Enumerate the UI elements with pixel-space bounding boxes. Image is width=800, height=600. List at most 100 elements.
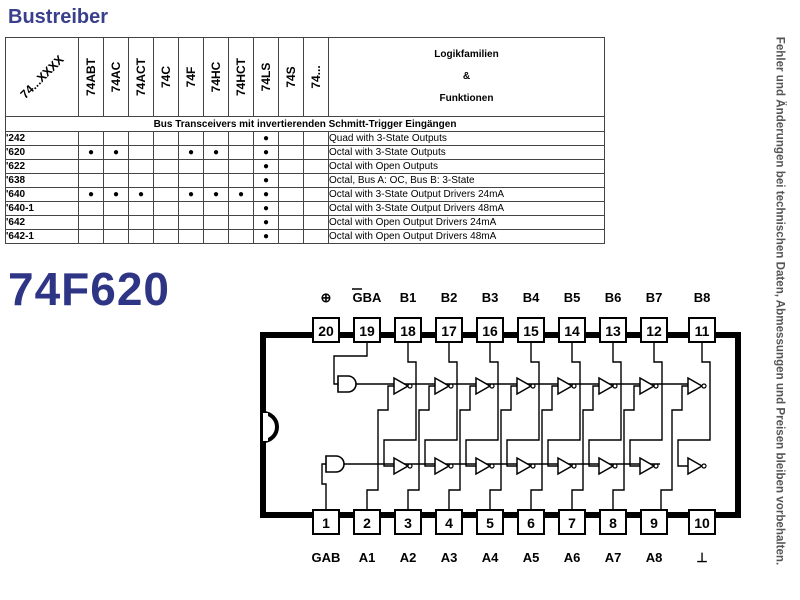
- pin-label: B6: [605, 290, 622, 305]
- channel-wire: [407, 385, 435, 510]
- channel-wire: [629, 342, 663, 467]
- pin-label: ⊥: [696, 550, 707, 565]
- pin-label: B2: [441, 290, 458, 305]
- buffer-gate-ab: [393, 456, 410, 476]
- channel-wire: [465, 342, 499, 467]
- pin-number: 14: [564, 323, 580, 339]
- availability-dot: ●: [87, 146, 95, 158]
- pin-box: [435, 509, 463, 535]
- buffer-gates: [325, 375, 707, 476]
- pin-number: 1: [322, 515, 330, 531]
- table-row: '642●Octal with Open Output Drivers 24mA: [5, 215, 605, 230]
- buffer-gate-ba: [687, 376, 704, 396]
- inverter-bubble: [407, 383, 413, 389]
- pin-label: B1: [400, 290, 417, 305]
- pin-label: A5: [523, 550, 540, 565]
- table-row: '242●Quad with 3-State Outputs: [5, 131, 605, 146]
- enable-wire: [321, 463, 327, 510]
- table-row: '622●Octal with Open Outputs: [5, 159, 605, 174]
- pin-number: 15: [523, 323, 539, 339]
- pin-number: 18: [400, 323, 416, 339]
- availability-dot: ●: [187, 188, 195, 200]
- pin-number: 10: [694, 515, 710, 531]
- pin-label: A7: [605, 550, 622, 565]
- function-header: Logikfamilien & Funktionen: [328, 37, 605, 117]
- buffer-gate-ab: [557, 456, 574, 476]
- table-row: '620●●●●●Octal with 3-State Outputs: [5, 145, 605, 160]
- channel-wire: [588, 342, 622, 467]
- logic-family-table: 74...XXXX 74ABT 74AC 74ACT 74C 74F 74HC …: [5, 37, 605, 244]
- buffer-gate-ab: [598, 456, 615, 476]
- inverter-bubble: [571, 463, 577, 469]
- pin-box: [476, 509, 504, 535]
- pin-box: [394, 509, 422, 535]
- pin-box: [353, 509, 381, 535]
- buffer-gate-ab: [434, 456, 451, 476]
- buffer-gate-ab: [516, 456, 533, 476]
- channel-wire: [571, 385, 599, 510]
- pin-label: B4: [523, 290, 540, 305]
- pin-number: 11: [695, 323, 710, 339]
- pin-number: 12: [646, 323, 662, 339]
- function-description: Octal with Open Output Drivers 48mA: [328, 229, 605, 244]
- channel-wire: [530, 385, 558, 510]
- pin-label: GBA: [353, 290, 383, 305]
- availability-dot: ●: [262, 174, 270, 186]
- internal-wiring: [321, 342, 711, 510]
- channel-wire: [366, 385, 394, 510]
- family-header: 74LS: [253, 37, 279, 117]
- inverter-bubble: [612, 383, 618, 389]
- family-header: 74AC: [103, 37, 129, 117]
- pin-number: 2: [363, 515, 371, 531]
- pin-label: B7: [646, 290, 663, 305]
- inverter-bubble: [653, 383, 659, 389]
- channel-wire: [612, 385, 640, 510]
- availability-dot: ●: [212, 146, 220, 158]
- pin-box: [599, 317, 627, 343]
- buffer-gate-ba: [434, 376, 451, 396]
- inverter-bubble: [571, 383, 577, 389]
- channel-wire: [506, 342, 540, 467]
- pin-label: B3: [482, 290, 499, 305]
- pin-number: 6: [527, 515, 535, 531]
- availability-dot: ●: [262, 216, 270, 228]
- buffer-gate-ab: [687, 456, 704, 476]
- availability-dot: ●: [187, 146, 195, 158]
- pin-number: 7: [568, 515, 576, 531]
- channel-wire: [677, 342, 711, 467]
- buffer-gate-ba: [598, 376, 615, 396]
- pin-label: A8: [646, 550, 663, 565]
- family-header: 74ACT: [128, 37, 154, 117]
- pin-number: 16: [482, 323, 498, 339]
- pin-box: [640, 509, 668, 535]
- pin-number: 8: [609, 515, 617, 531]
- availability-dot: ●: [212, 188, 220, 200]
- pin-box: [312, 509, 340, 535]
- inverter-bubble: [407, 463, 413, 469]
- pin-label: A1: [359, 550, 376, 565]
- pin-number: 17: [441, 323, 457, 339]
- buffer-gate-ba: [393, 376, 410, 396]
- pin-box: [558, 509, 586, 535]
- pin-number: 19: [359, 323, 375, 339]
- availability-dot: ●: [262, 146, 270, 158]
- buffer-gate-ba: [516, 376, 533, 396]
- channel-wire: [448, 385, 476, 510]
- pin-box: [517, 509, 545, 535]
- availability-dot: ●: [112, 188, 120, 200]
- table-row: '642-1●Octal with Open Output Drivers 48…: [5, 229, 605, 244]
- inverter-bubble: [530, 463, 536, 469]
- inverter-bubble: [701, 463, 707, 469]
- enable-wire: [333, 342, 368, 385]
- family-header: 74HC: [203, 37, 229, 117]
- inverter-bubble: [489, 383, 495, 389]
- pin-box: [558, 317, 586, 343]
- pin-label: A3: [441, 550, 458, 565]
- availability-dot: ●: [137, 188, 145, 200]
- buffer-gate-ba: [639, 376, 656, 396]
- pin-number: 9: [650, 515, 658, 531]
- buffer-gate-ab: [639, 456, 656, 476]
- pin-number: 13: [605, 323, 621, 339]
- pin-label: A6: [564, 550, 581, 565]
